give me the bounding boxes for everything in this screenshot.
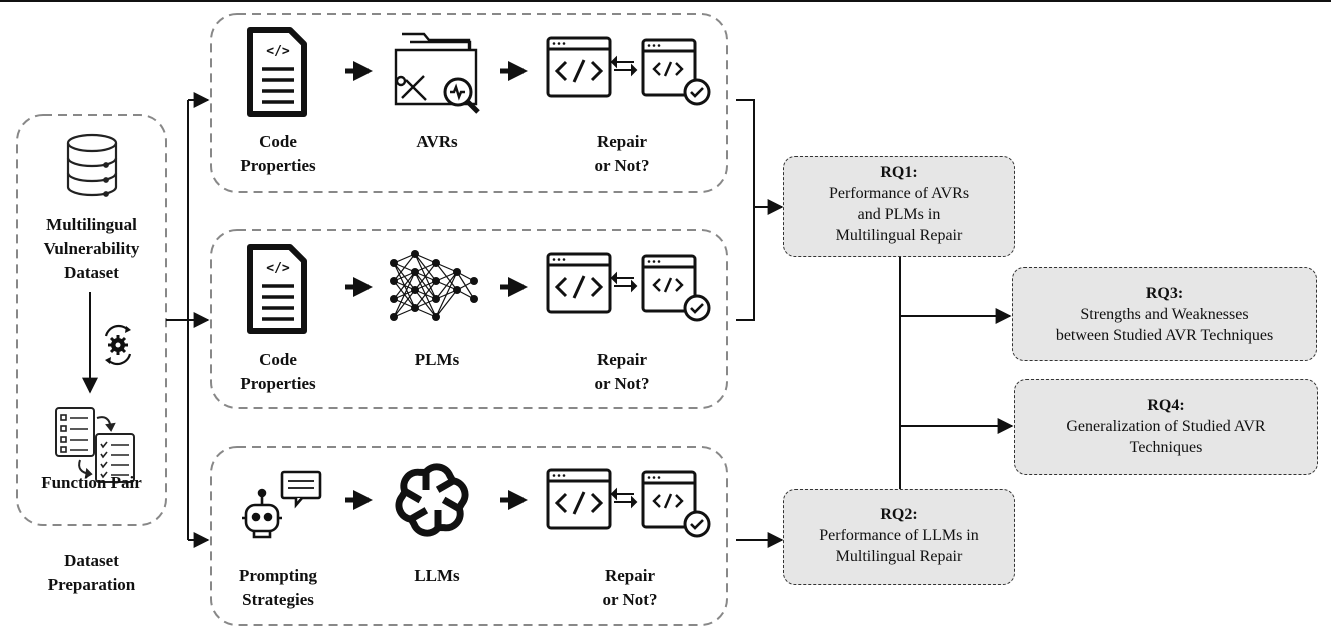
rq1-description: Performance of AVRs and PLMs in Multilin… bbox=[828, 185, 970, 244]
checklist-icon bbox=[55, 407, 135, 483]
rq3-box: RQ3: Strengths and Weaknesses between St… bbox=[1012, 267, 1317, 361]
dataset-preparation-caption: Dataset Preparation bbox=[47, 551, 136, 594]
chatbot-icon bbox=[242, 470, 322, 539]
rq4-title: RQ4: bbox=[1147, 397, 1185, 414]
code-window-icon bbox=[546, 36, 612, 98]
rq1-title: RQ1: bbox=[880, 164, 918, 181]
dataset-label: Multilingual Vulnerability Dataset bbox=[43, 215, 140, 282]
rq1-box: RQ1: Performance of AVRs and PLMs in Mul… bbox=[783, 156, 1015, 257]
database-icon bbox=[66, 133, 118, 197]
function-pair-label: Function Pair bbox=[41, 473, 142, 492]
rq2-title: RQ2: bbox=[880, 506, 918, 523]
svg-text:</>: </> bbox=[266, 44, 290, 59]
verified-code-window-icon bbox=[641, 470, 711, 538]
pipeline-2-model-label: PLMs bbox=[414, 350, 460, 369]
verified-code-window-icon bbox=[641, 254, 711, 322]
neural-network-icon bbox=[390, 250, 478, 321]
pipeline-2-input-label: Code Properties bbox=[240, 350, 316, 393]
code-window-icon bbox=[546, 252, 612, 314]
pipeline-3-model-label: LLMs bbox=[414, 566, 460, 585]
gear-cycle-icon bbox=[104, 324, 132, 366]
tool-folder-icon bbox=[394, 32, 480, 114]
dataset-fanout-connector bbox=[166, 92, 210, 548]
code-document-icon: </> bbox=[247, 27, 307, 117]
rq3-description: Strengths and Weaknesses between Studied… bbox=[1055, 306, 1274, 344]
pipeline-3-input-label: Prompting Strategies bbox=[238, 566, 318, 609]
rq4-box: RQ4: Generalization of Studied AVR Techn… bbox=[1014, 379, 1318, 475]
rq3-title: RQ3: bbox=[1145, 285, 1184, 302]
pipeline-1-output-label: Repair or Not? bbox=[594, 132, 650, 175]
pipeline-panel-plm bbox=[210, 229, 728, 409]
repair-icon-group bbox=[546, 36, 711, 106]
pipeline-panel-llm bbox=[210, 446, 728, 626]
code-document-icon: </> bbox=[247, 244, 307, 334]
openai-logo-icon bbox=[392, 464, 471, 535]
rq2-description: Performance of LLMs in Multilingual Repa… bbox=[819, 527, 979, 565]
pipeline-3-output-label: Repair or Not? bbox=[602, 566, 658, 609]
svg-text:</>: </> bbox=[266, 261, 290, 276]
repair-icon-group bbox=[546, 468, 711, 538]
pipeline-1-input-label: Code Properties bbox=[240, 132, 316, 175]
pipeline-1-model-label: AVRs bbox=[416, 132, 458, 151]
rq2-box: RQ2: Performance of LLMs in Multilingual… bbox=[783, 489, 1015, 585]
repair-icon-group bbox=[546, 252, 711, 322]
swap-arrows-icon bbox=[610, 271, 638, 293]
dataset-panel bbox=[16, 114, 167, 526]
pipeline-2-output-label: Repair or Not? bbox=[594, 350, 650, 393]
code-window-icon bbox=[546, 468, 612, 530]
rq4-description: Generalization of Studied AVR Techniques bbox=[1066, 418, 1266, 456]
swap-arrows-icon bbox=[610, 487, 638, 509]
pipeline-panel-avr bbox=[210, 13, 728, 193]
swap-arrows-icon bbox=[610, 55, 638, 77]
verified-code-window-icon bbox=[641, 38, 711, 106]
rq-connectors bbox=[736, 99, 1014, 548]
